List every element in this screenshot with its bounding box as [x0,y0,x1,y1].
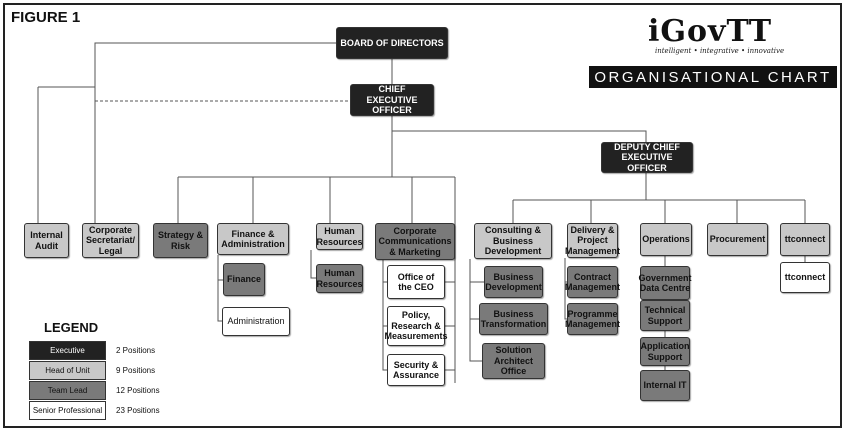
node-corporate-secretariat: Corporate Secretariat/ Legal [82,223,139,258]
legend-head-of-unit-swatch: Head of Unit [29,361,106,380]
node-ceo: CHIEF EXECUTIVE OFFICER [350,84,434,116]
node-business-transformation: Business Transformation [479,303,548,335]
node-security-assurance: Security & Assurance [387,354,445,386]
node-administration: Administration [222,307,290,336]
legend-executive-swatch: Executive [29,341,106,360]
figure-frame [3,3,842,428]
node-application-support: Application Support [640,337,690,366]
node-human-resources-head: Human Resources [316,223,363,250]
node-human-resources-lead: Human Resources [316,264,363,293]
node-technical-support: Technical Support [640,300,690,331]
legend-senior-professional-positions: 23 Positions [116,406,160,415]
node-board-of-directors: BOARD OF DIRECTORS [336,27,448,59]
node-government-data-centre: Government Data Centre [639,266,692,300]
node-policy-research: Policy, Research & Measurements [384,306,448,346]
node-office-of-the-ceo: Office of the CEO [387,265,445,299]
legend-team-lead-swatch: Team Lead [29,381,106,400]
node-business-development: Business Development [484,266,543,298]
node-internal-audit: Internal Audit [24,223,69,258]
chart-subtitle: ORGANISATIONAL CHART [589,66,837,88]
node-ttconnect-head: ttconnect [780,223,830,256]
figure-label: FIGURE 1 [11,9,81,26]
node-deputy-ceo: DEPUTY CHIEF EXECUTIVE OFFICER [601,142,693,173]
igovtt-logo: iGovTT [648,14,773,49]
node-corporate-communications: Corporate Communications & Marketing [375,223,455,260]
node-strategy-risk: Strategy & Risk [153,223,208,258]
node-procurement: Procurement [707,223,768,256]
node-contract-management: Contract Management [565,266,620,298]
legend-senior-professional-swatch: Senior Professional [29,401,106,420]
legend-title: LEGEND [44,320,99,335]
node-delivery-project-management: Delivery & Project Management [565,223,620,258]
node-finance: Finance [223,263,265,296]
legend-team-lead-positions: 12 Positions [116,386,160,395]
node-ttconnect-senior: ttconnect [780,262,830,293]
node-programme-management: Programme Management [565,303,620,335]
legend-executive-positions: 2 Positions [116,346,156,355]
node-internal-it: Internal IT [640,370,690,401]
node-finance-administration: Finance & Administration [217,223,289,255]
logo-tagline: intelligent • integrative • innovative [655,47,785,55]
node-solution-architect-office: Solution Architect Office [482,343,545,379]
node-consulting-business-development: Consulting & Business Development [474,223,552,259]
legend-head-of-unit-positions: 9 Positions [116,366,156,375]
node-operations: Operations [640,223,692,256]
